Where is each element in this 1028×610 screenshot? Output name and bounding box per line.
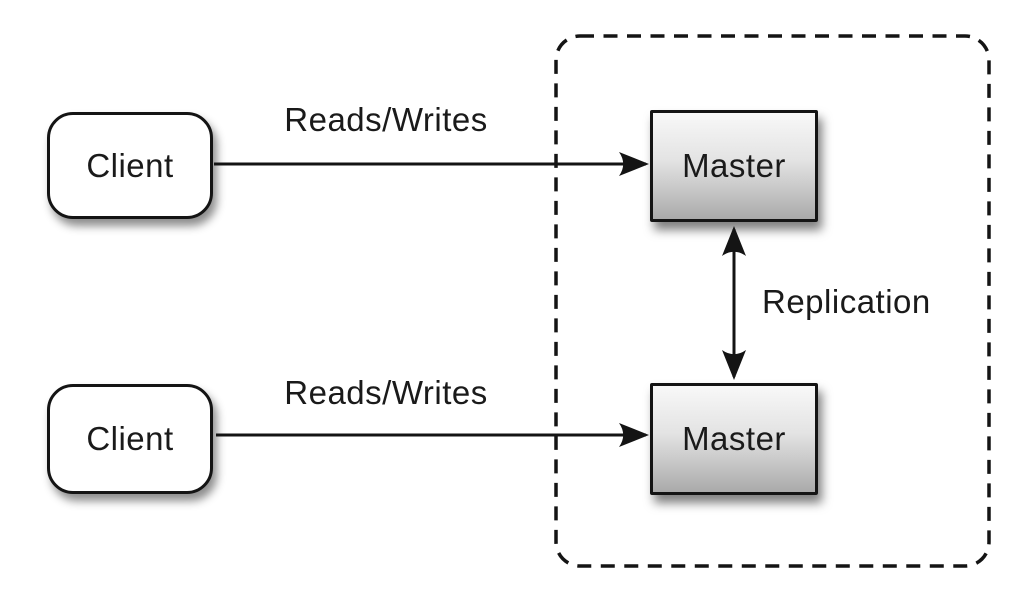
- client-node-bottom-label: Client: [86, 420, 174, 457]
- master-node-top-label: Master: [682, 147, 786, 184]
- client-node-top-label: Client: [86, 146, 174, 184]
- replication-label: Replication: [762, 283, 931, 320]
- master-node-bottom: Master: [650, 383, 818, 495]
- reads-writes-label-top: Reads/Writes: [284, 101, 488, 138]
- master-node-bottom-label: Master: [682, 420, 786, 457]
- client-node-top: Client: [47, 112, 213, 219]
- master-node-top: Master: [650, 110, 818, 222]
- client-node-bottom: Client: [47, 384, 213, 494]
- reads-writes-label-bottom: Reads/Writes: [284, 374, 488, 411]
